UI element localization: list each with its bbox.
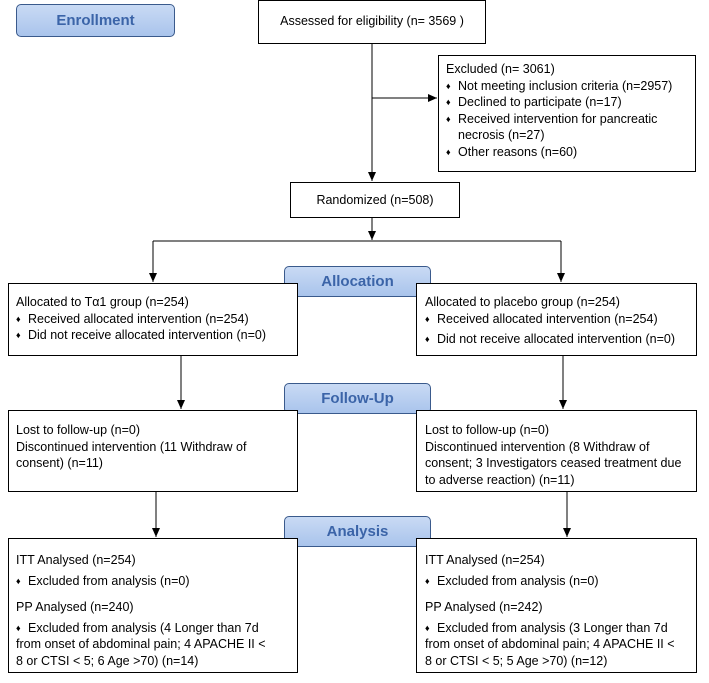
allocation-left-box: Allocated to Tα1 group (n=254) Received … bbox=[8, 283, 298, 356]
allocation-right-item: Received allocated intervention (n=254) bbox=[425, 311, 690, 328]
excluded-title: Excluded (n= 3061) bbox=[446, 62, 555, 76]
allocation-left-item: Received allocated intervention (n=254) bbox=[16, 311, 291, 328]
followup-left-line: consent) (n=11) bbox=[16, 456, 103, 470]
allocation-right-item: Did not receive allocated intervention (… bbox=[425, 331, 690, 348]
analysis-right-pp-excluded: Excluded from analysis (3 Longer than 7d bbox=[425, 620, 692, 637]
followup-right-line: to adverse reaction) (n=11) bbox=[425, 472, 575, 487]
excluded-item: Not meeting inclusion criteria (n=2957) bbox=[446, 78, 688, 95]
analysis-left-box: ITT Analysed (n=254) Excluded from analy… bbox=[8, 538, 298, 673]
excluded-box: Excluded (n= 3061) Not meeting inclusion… bbox=[438, 55, 696, 172]
excluded-item: Declined to participate (n=17) bbox=[446, 94, 688, 111]
allocation-right-box: Allocated to placebo group (n=254) Recei… bbox=[416, 283, 697, 356]
analysis-left-pp-excluded: Excluded from analysis (4 Longer than 7d bbox=[16, 620, 291, 637]
analysis-right-pp-excluded-continued: from onset of abdominal pain; 4 APACHE I… bbox=[425, 637, 675, 651]
followup-right-line: consent; 3 Investigators ceased treatmen… bbox=[425, 456, 682, 470]
excluded-item: Other reasons (n=60) bbox=[446, 144, 688, 161]
excluded-item: Received intervention for pancreatic bbox=[446, 111, 688, 128]
allocation-left-title: Allocated to Tα1 group (n=254) bbox=[16, 295, 189, 309]
assessed-box: Assessed for eligibility (n= 3569 ) bbox=[258, 0, 486, 44]
randomized-text: Randomized (n=508) bbox=[316, 193, 434, 207]
excluded-item-continued: necrosis (n=27) bbox=[458, 128, 545, 142]
assessed-text: Assessed for eligibility (n= 3569 ) bbox=[280, 14, 464, 28]
stage-label-followup: Follow-Up bbox=[284, 383, 431, 414]
analysis-right-pp-excluded-continued: 8 or CTSI < 5; 5 Age >70) (n=12) bbox=[425, 653, 608, 668]
stage-label-analysis: Analysis bbox=[284, 516, 431, 547]
randomized-box: Randomized (n=508) bbox=[290, 182, 460, 218]
analysis-left-itt-excluded: Excluded from analysis (n=0) bbox=[16, 573, 291, 590]
followup-left-line: Lost to follow-up (n=0) bbox=[16, 423, 141, 437]
followup-right-line: Discontinued intervention (8 Withdraw of bbox=[425, 439, 650, 454]
analysis-left-itt: ITT Analysed (n=254) bbox=[16, 553, 136, 567]
analysis-right-itt-excluded: Excluded from analysis (n=0) bbox=[425, 573, 692, 590]
followup-right-line: Lost to follow-up (n=0) bbox=[425, 423, 550, 437]
stage-label-enrollment: Enrollment bbox=[16, 4, 175, 37]
analysis-left-pp-excluded-continued: from onset of abdominal pain; 4 APACHE I… bbox=[16, 637, 266, 651]
analysis-right-box: ITT Analysed (n=254) Excluded from analy… bbox=[416, 538, 697, 673]
analysis-left-pp-excluded-continued: 8 or CTSI < 5; 6 Age >70) (n=14) bbox=[16, 653, 199, 668]
followup-left-box: Lost to follow-up (n=0) Discontinued int… bbox=[8, 410, 298, 492]
allocation-left-item: Did not receive allocated intervention (… bbox=[16, 327, 291, 344]
stage-label-allocation: Allocation bbox=[284, 266, 431, 297]
analysis-right-pp: PP Analysed (n=242) bbox=[425, 600, 543, 614]
followup-right-box: Lost to follow-up (n=0) Discontinued int… bbox=[416, 410, 697, 492]
allocation-right-title: Allocated to placebo group (n=254) bbox=[425, 295, 620, 309]
analysis-right-itt: ITT Analysed (n=254) bbox=[425, 553, 545, 567]
followup-left-line: Discontinued intervention (11 Withdraw o… bbox=[16, 439, 247, 454]
analysis-left-pp: PP Analysed (n=240) bbox=[16, 600, 134, 614]
